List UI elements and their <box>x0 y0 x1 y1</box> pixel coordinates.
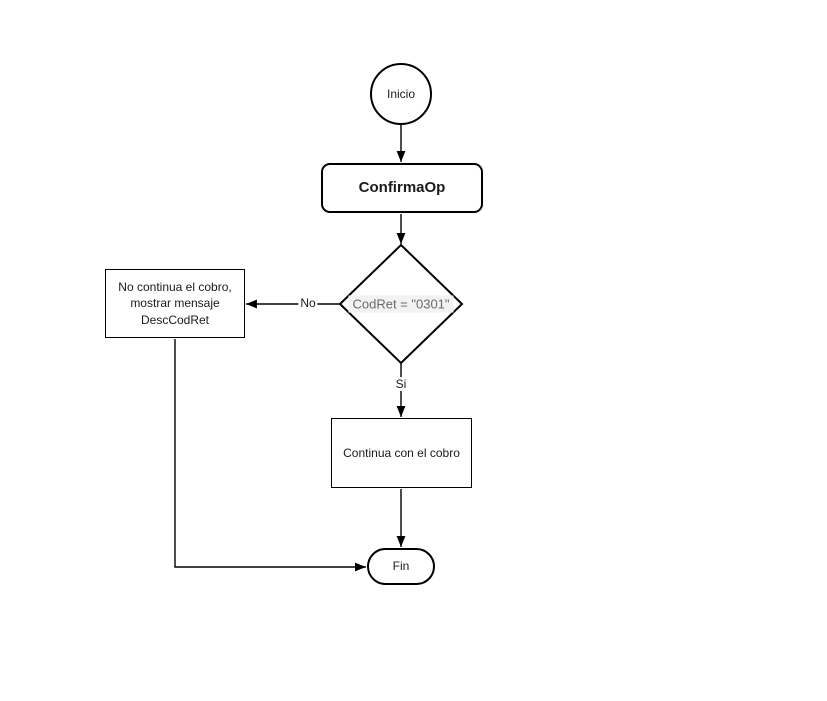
decision-node-label: CodRet = "0301" <box>348 295 454 313</box>
no-branch-label-line-2: mostrar mensaje <box>130 296 220 311</box>
edge-label-no: No <box>298 296 318 310</box>
yes-branch-process-label: Continua con el cobro <box>343 445 460 460</box>
yes-branch-process-node: Continua con el cobro <box>331 418 472 488</box>
no-branch-process-node: No continua el cobro, mostrar mensaje De… <box>105 269 245 338</box>
start-node: Inicio <box>370 63 432 125</box>
edge-no-action-to-end <box>174 339 366 572</box>
no-branch-label-line-3: DescCodRet <box>140 312 210 327</box>
start-node-label: Inicio <box>386 86 415 101</box>
end-node-label: Fin <box>392 559 410 574</box>
edge-label-si: Si <box>393 377 409 391</box>
confirmaop-process-label: ConfirmaOp <box>358 178 446 196</box>
end-node: Fin <box>367 548 435 585</box>
confirmaop-process-node: ConfirmaOp <box>321 163 483 213</box>
no-branch-process-label: No continua el cobro, mostrar mensaje De… <box>118 279 231 328</box>
no-branch-label-line-1: No continua el cobro, <box>118 280 232 295</box>
